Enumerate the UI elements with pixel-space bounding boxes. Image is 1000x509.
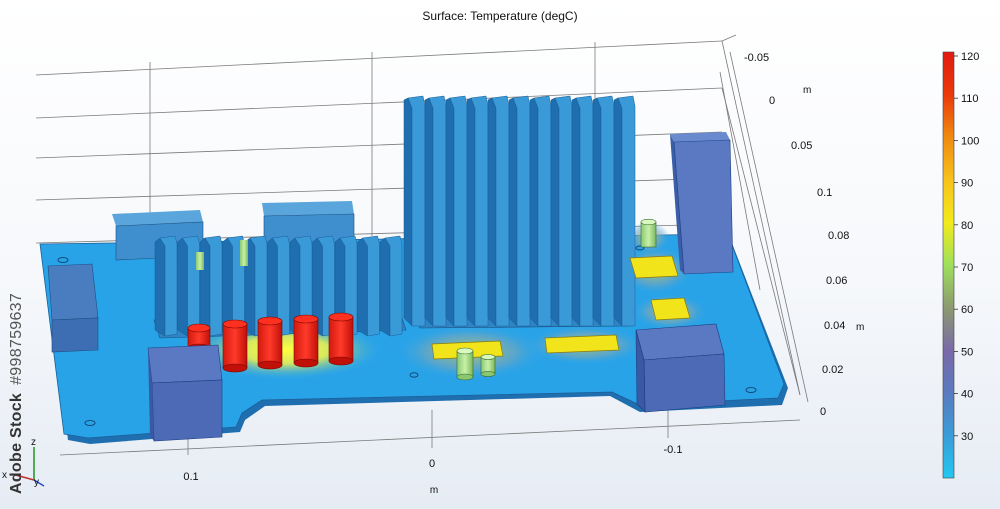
heat-sink-fin [362,235,380,337]
heat-sink-fin-side [154,237,166,337]
axis-z-ticks: 0 0.02 0.04 0.06 0.08 m [820,230,864,418]
heat-sink-fin-side [177,237,188,337]
heat-sink-fin-side [613,97,623,327]
capacitor-base [293,358,319,368]
color-legend-tick-label: 90 [961,178,973,190]
grid-lines [35,34,809,456]
heat-sink-fin-side [445,97,455,327]
capacitor-top [328,312,354,322]
y-tick-label: -0.05 [744,52,769,64]
heat-sink-fin [249,235,268,337]
color-legend-bar [942,51,955,479]
axis-y-ticks: -0.05 0 0.05 0.1 m [744,52,832,199]
x-axis-unit: m [430,485,438,496]
z-axis-unit: m [856,322,864,333]
capacitor-body [257,320,283,366]
block-front-left [147,344,223,442]
capacitor-base [257,360,283,370]
y-tick-label: 0 [769,95,775,107]
heat-sink-fin-side [403,97,413,327]
heat-sink-fin-side [592,97,602,327]
heat-sink-fin-side [550,97,560,327]
capacitors-warm [196,218,657,381]
capacitor-body [222,323,248,369]
heat-sink-fin-side [424,97,434,327]
color-legend-tick-label: 100 [961,135,979,147]
color-legend-tick-label: 70 [961,262,973,274]
heat-sink-fin [317,235,335,337]
heat-sink-fin [182,235,200,337]
x-tick-label: -0.1 [664,444,683,456]
x-tick-label: 0 [429,458,435,470]
heat-sink-large [403,95,636,329]
color-legend-tick-label: 120 [961,51,979,63]
triad-x-label: x [2,470,7,481]
color-legend-tick-label: 110 [961,93,979,105]
heat-sink-fin-side [571,97,581,327]
chart-title: Surface: Temperature (degC) [422,9,578,23]
y-tick-label: 0.1 [817,187,832,199]
capacitor-top [222,319,248,329]
watermark-id: #998759637 [8,292,25,385]
z-tick-label: 0.02 [822,364,843,376]
watermark: Adobe Stock #998759637 [8,293,26,494]
heat-sink-fin [384,235,403,337]
y-tick-label: 0.05 [791,140,812,152]
capacitor-top [257,316,283,326]
z-tick-label: 0.08 [828,230,849,242]
triad-z-label: z [31,437,36,448]
axis-x-ticks: 0.1 0 -0.1 m [183,444,682,496]
heat-sink-fin-side [357,237,368,337]
color-legend-ticks: 120 110 100 90 80 70 60 50 40 30 [954,51,979,443]
axis-triad: z x y [2,437,45,488]
y-axis-unit: m [803,85,811,96]
block-right-tall [670,132,734,275]
capacitor-base [328,356,354,366]
block-front-right [635,323,726,413]
color-legend: 120 110 100 90 80 70 60 50 40 30 [942,51,979,479]
capacitor-body [293,318,319,364]
heat-sink-fin [159,235,178,337]
heat-sink-fin [617,95,636,327]
z-tick-label: 0 [820,406,826,418]
capacitor-body [328,316,354,362]
x-tick-label: 0.1 [183,471,198,483]
z-tick-label: 0.06 [826,275,847,287]
heat-sink-fin-side [487,97,497,327]
heat-sink-fin-side [466,97,476,327]
watermark-text: Adobe Stock [8,392,25,494]
color-legend-tick-label: 50 [961,346,973,358]
capacitor-top [293,314,319,324]
heat-sink-fin-side [508,97,518,327]
triad-y-label: y [34,477,39,488]
capacitor-base [222,363,248,373]
color-legend-tick-label: 80 [961,220,973,232]
color-legend-tick-label: 60 [961,304,973,316]
heat-sink-fin-side [529,97,539,327]
heat-sink-fin-side [379,237,391,337]
capacitor-top [187,323,211,333]
color-legend-tick-label: 40 [961,389,973,401]
block-left-edge [47,263,99,353]
color-legend-tick-label: 30 [961,431,973,443]
z-tick-label: 0.04 [824,320,845,332]
